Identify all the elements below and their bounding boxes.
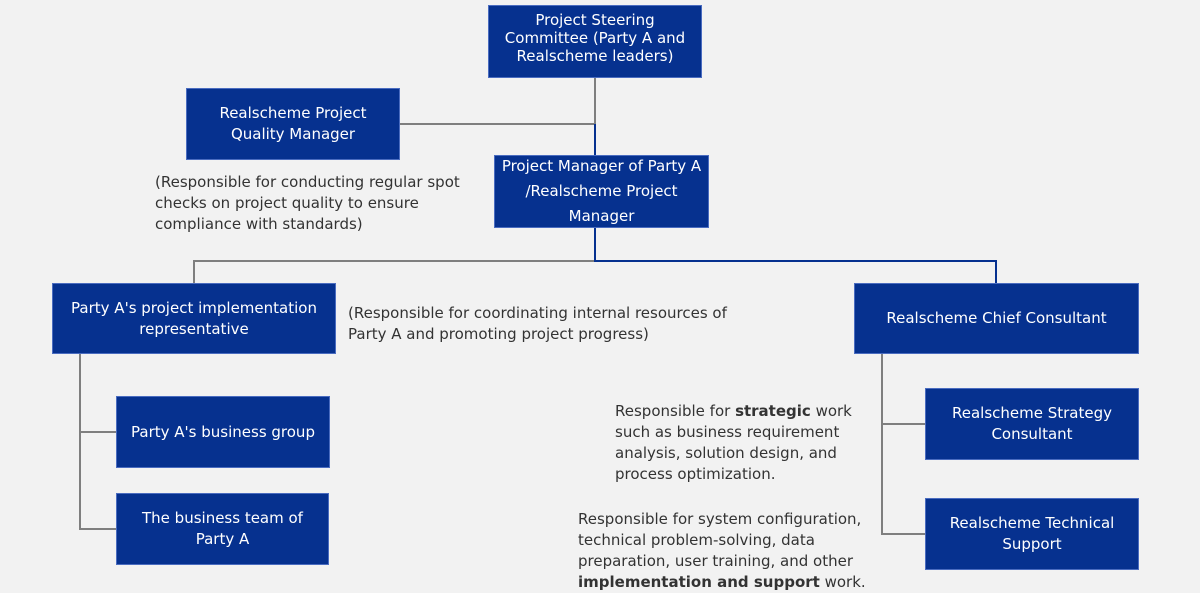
note-support: Responsible for system configuration, te…: [578, 509, 868, 593]
note-strategic-pre: Responsible for: [615, 402, 736, 420]
node-party-a-representative: Party A's project implementation represe…: [52, 283, 336, 354]
node-business-team: The business team of Party A: [116, 493, 329, 565]
node-project-manager: Project Manager of Party A /Realscheme P…: [494, 155, 709, 228]
node-strategy-consultant: Realscheme Strategy Consultant: [925, 388, 1139, 460]
node-quality-manager: Realscheme Project Quality Manager: [186, 88, 400, 160]
note-strategic-bold: strategic: [735, 402, 811, 420]
node-business-group: Party A's business group: [116, 396, 330, 468]
note-support-post: work.: [819, 573, 866, 591]
node-technical-support: Realscheme Technical Support: [925, 498, 1139, 570]
note-quality: (Responsible for conducting regular spot…: [155, 173, 460, 233]
note-support-pre: Responsible for system configuration, te…: [578, 510, 862, 570]
note-strategic-post: work such as business requirement analys…: [615, 402, 852, 483]
note-coordinating: (Responsible for coordinating internal r…: [348, 304, 727, 343]
node-steering-committee: Project Steering Committee (Party A and …: [488, 5, 702, 78]
note-support-bold: implementation and support: [578, 573, 820, 591]
node-chief-consultant: Realscheme Chief Consultant: [854, 283, 1139, 354]
note-strategic: Responsible for strategic work such as b…: [615, 401, 855, 485]
